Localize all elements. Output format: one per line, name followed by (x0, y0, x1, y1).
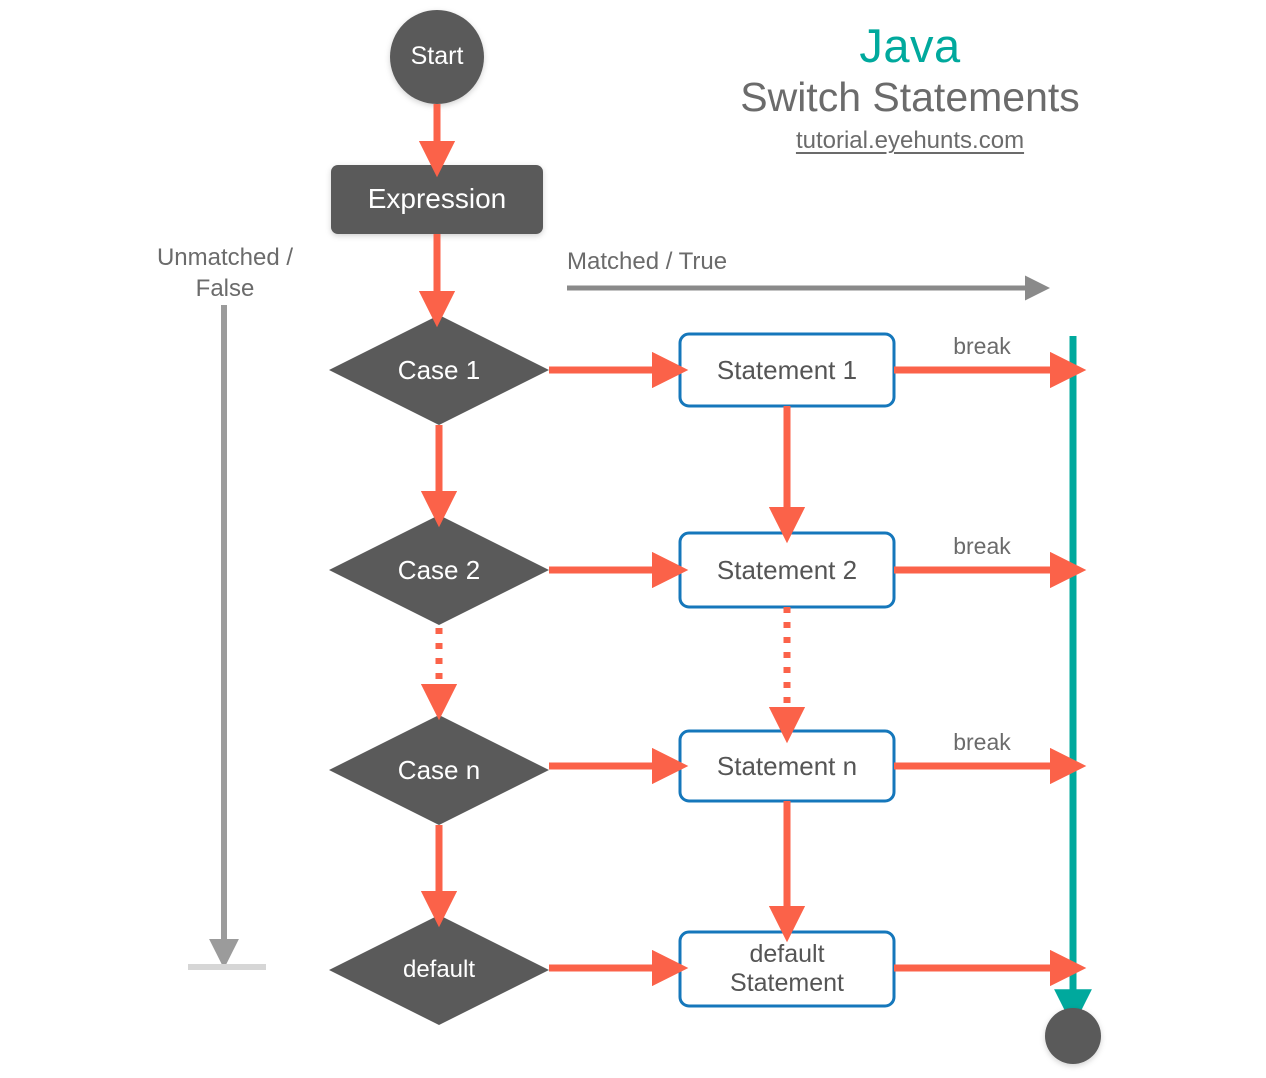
matched-true-label: Matched / True (567, 248, 728, 275)
statement-n-node (678, 729, 896, 803)
title-block: Java Switch Statements tutorial.eyehunts… (700, 22, 1120, 155)
title-language: Java (859, 19, 961, 72)
break-label-2: break (953, 533, 1011, 559)
case-n-node (329, 715, 549, 825)
statement-2-node (678, 531, 896, 609)
break-label-n: break (953, 729, 1011, 755)
case-2-node (329, 515, 549, 625)
case-1-node (329, 315, 549, 425)
title-url[interactable]: tutorial.eyehunts.com (795, 127, 1025, 155)
expression-node (331, 165, 543, 234)
end-node (1045, 1008, 1101, 1064)
title-subject: Switch Statements (740, 74, 1080, 120)
start-node (390, 10, 484, 104)
unmatched-false-label: Unmatched / False (156, 244, 294, 303)
statement-1-node (678, 332, 896, 408)
default-node (329, 915, 549, 1025)
default-statement-node (678, 930, 896, 1008)
break-label-1: break (953, 333, 1011, 359)
